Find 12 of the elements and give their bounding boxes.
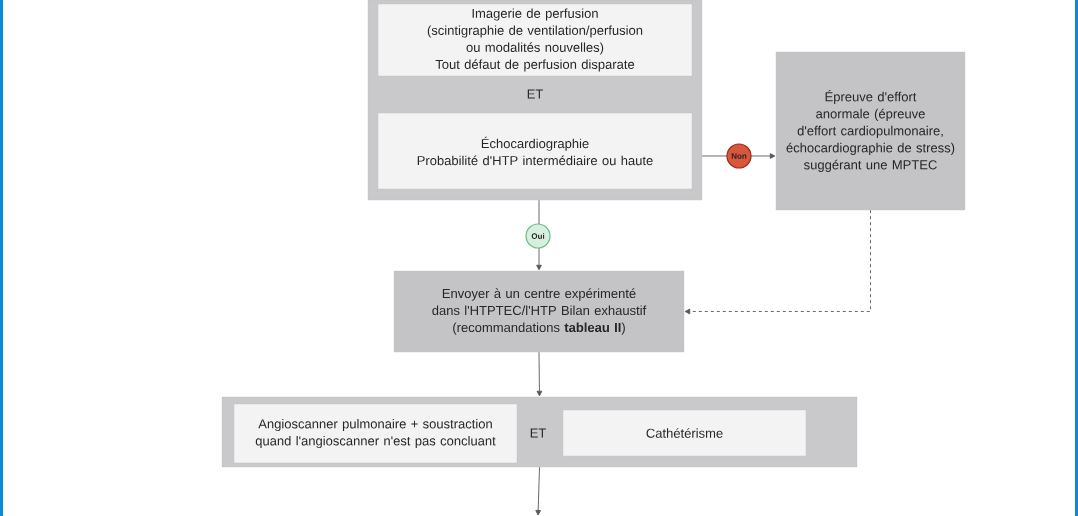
answer-badge: Oui	[525, 223, 551, 249]
process-box: Épreuve d'effort anormale (épreuve d'effort cardiopulmonaire, échocardiographie de stress) suggérant une MPTEC	[775, 51, 966, 211]
arrow	[536, 351, 543, 397]
test-box: Échocardiographie Probabilité d'HTP intermédiaire ou haute	[377, 112, 693, 190]
test-box: Imagerie de perfusion (scintigraphie de ventilation/perfusion ou modalités nouvelles) Tout défaut de perfusion disparate	[377, 3, 693, 77]
test-box: Cathétérisme	[562, 409, 807, 457]
test-box: Angioscanner pulmonaire + soustraction quand l'angioscanner n'est pas concluant	[233, 403, 518, 464]
arrow	[536, 199, 542, 271]
arrow	[684, 209, 871, 315]
answer-badge: Non	[726, 143, 752, 169]
process-box: Envoyer à un centre expérimenté dans l'HTPTEC/l'HTP Bilan exhaustif (recommandations tableau II)	[393, 270, 685, 353]
arrow	[535, 466, 541, 516]
